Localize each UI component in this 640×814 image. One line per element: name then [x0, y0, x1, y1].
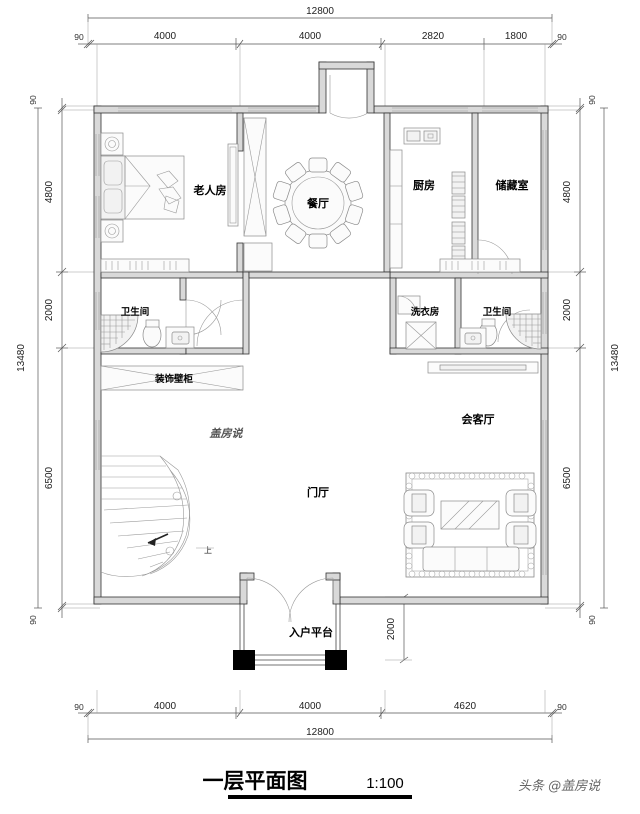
dim-right-seg-3: 6500	[562, 466, 573, 489]
dim-top-total: 12800	[306, 6, 334, 17]
drawing-scale: 1:100	[366, 775, 404, 792]
sliding-door	[243, 117, 267, 237]
dim-bottom-seg-2: 4000	[299, 701, 322, 712]
windows	[95, 107, 547, 575]
room-labels: 老人房 餐厅 厨房 储藏室 卫生间 洗衣房 卫生间 装饰壁柜 会客厅 门厅 入户…	[121, 178, 529, 639]
title-underline	[228, 795, 412, 799]
staircase: 上	[100, 455, 214, 577]
dim-right-seg-1: 4800	[562, 180, 573, 203]
dim-top-seg-3: 2820	[422, 31, 445, 42]
bathroom-right-fixtures	[427, 258, 542, 374]
title-block: 一层平面图 1:100	[203, 769, 412, 799]
dim-left-seg-4: 90	[28, 615, 38, 625]
dim-right-seg-4: 90	[587, 615, 597, 625]
plan-watermark: 盖房说	[210, 427, 244, 440]
porch-pillar-left	[233, 650, 255, 670]
kitchen-fittings	[389, 127, 466, 269]
room-label-bathroom-right: 卫生间	[483, 306, 512, 318]
dim-top-seg-5: 90	[557, 32, 567, 42]
dim-porch-depth: 2000	[386, 617, 397, 640]
sofa-set	[403, 472, 537, 578]
dim-top-seg-4: 1800	[505, 31, 528, 42]
dim-left-seg-1: 4800	[44, 180, 55, 203]
room-label-dining-room: 餐厅	[306, 196, 329, 210]
decorative-wall-cabinet	[100, 365, 244, 391]
dim-bottom-total: 12800	[306, 727, 334, 738]
bathroom-left-fixtures	[100, 258, 195, 353]
wardrobe	[227, 143, 239, 227]
dim-bottom-seg-4: 90	[557, 702, 567, 712]
footer-watermark: 头条 @盖房说	[518, 779, 601, 794]
dim-left-total: 13480	[16, 344, 27, 372]
dining-table-set	[272, 157, 364, 249]
dim-right-total: 13480	[610, 344, 621, 372]
drawing-title: 一层平面图	[203, 769, 308, 793]
dimension-chain-left: 13480 90 4800 2000 6500 90	[16, 95, 100, 625]
dim-top-seg-2: 4000	[299, 31, 322, 42]
room-label-storeroom: 储藏室	[496, 178, 529, 192]
stair-direction-label: 上	[204, 546, 212, 555]
exterior-walls	[93, 61, 549, 605]
dimension-chain-top: 12800 90 4000 4000 2820 1800 90	[74, 6, 567, 112]
dim-bottom-seg-0: 90	[74, 702, 84, 712]
room-label-wall-cabinet: 装饰壁柜	[154, 373, 194, 385]
room-label-entry-porch: 入户平台	[289, 625, 333, 639]
room-label-foyer: 门厅	[307, 485, 329, 499]
dim-left-seg-2: 2000	[44, 298, 55, 321]
dim-right-seg-2: 2000	[562, 298, 573, 321]
bedroom-furniture	[100, 132, 185, 243]
dim-left-seg-3: 6500	[44, 466, 55, 489]
dim-bottom-seg-1: 4000	[154, 701, 177, 712]
room-label-elderly-room: 老人房	[193, 183, 227, 197]
dimension-chain-right: 13480 90 4800 2000 6500 90	[545, 95, 621, 625]
entry-porch-structure	[233, 604, 347, 670]
porch-pillar-right	[325, 650, 347, 670]
dining-chairs	[272, 157, 364, 249]
side-cabinet	[243, 242, 273, 272]
dim-right-seg-0: 90	[587, 95, 597, 105]
dim-top-seg-1: 4000	[154, 31, 177, 42]
room-label-living-room: 会客厅	[462, 412, 495, 426]
dimension-chain-bottom: 90 4000 4000 4620 90 12800	[74, 690, 567, 743]
dim-bottom-seg-3: 4620	[454, 701, 477, 712]
room-label-laundry-room: 洗衣房	[411, 306, 440, 318]
dim-top-seg-0: 90	[74, 32, 84, 42]
room-label-bathroom-left: 卫生间	[121, 306, 150, 318]
laundry-fixtures	[397, 295, 437, 350]
room-label-kitchen: 厨房	[413, 178, 435, 192]
dim-left-seg-0: 90	[28, 95, 38, 105]
